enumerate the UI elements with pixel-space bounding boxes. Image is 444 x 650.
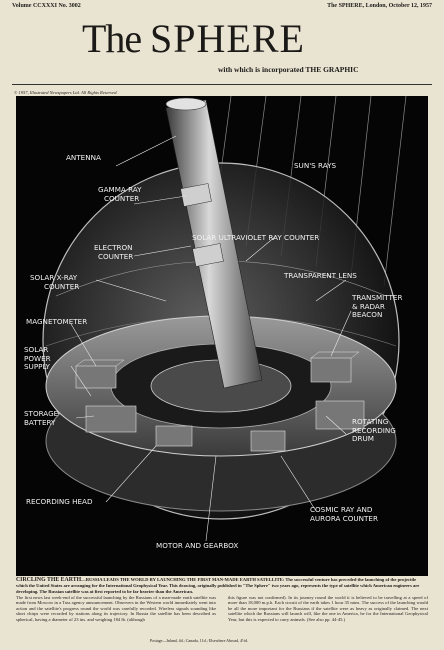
label-line: aurora counter — [310, 513, 378, 523]
label-line: supply — [24, 362, 50, 372]
label-antenna: Antenna — [66, 153, 101, 162]
caption-title: CIRCLING THE EARTH — [16, 577, 82, 583]
shell-outline — [42, 162, 400, 520]
pointer-lines — [70, 135, 352, 542]
label-line: recording — [352, 425, 396, 435]
caption-lead: CIRCLING THE EARTH—RUSSIA LEADS THE WORL… — [16, 577, 428, 594]
label-line: Transmitter — [352, 293, 403, 302]
label-motor-gearbox: Motor and gearbox — [156, 541, 239, 550]
postage-footer: Postage—Inland, 4d.; Canada, 11d.; Elsew… — [150, 638, 249, 643]
caption: CIRCLING THE EARTH—RUSSIA LEADS THE WORL… — [16, 577, 428, 625]
label-gamma-ray-counter: Gamma ray counter — [98, 185, 142, 203]
label-recording-head: Recording head — [26, 497, 93, 506]
satellite-drawing — [42, 96, 407, 542]
label-line: Electron — [94, 243, 133, 252]
masthead: The SPHERE with which is incorporated TH… — [0, 11, 444, 74]
label-line: Solar X-ray — [30, 273, 78, 282]
label-line: counter — [44, 281, 80, 291]
label-line: counter — [98, 251, 134, 261]
label-solar-uv-counter: Solar ultraviolet ray counter — [192, 233, 320, 242]
label-line: & radar — [352, 301, 385, 311]
label-line: Storage — [24, 409, 59, 418]
caption-lead-text: —RUSSIA LEADS THE WORLD BY LAUNCHING THE… — [16, 577, 420, 594]
label-electron-counter: Electron counter — [94, 243, 134, 261]
issue-date: The SPHERE, London, October 12, 1957 — [327, 3, 432, 9]
label-transparent-lens: Transparent lens — [284, 271, 357, 280]
volume-number: Volume CCXXXI No. 3002 — [12, 3, 81, 9]
instrument-boxes — [75, 357, 365, 452]
label-line: battery — [24, 417, 56, 427]
label-cosmic-ray-aurora-counter: Cosmic ray and aurora counter — [310, 505, 378, 523]
label-line: Gamma ray — [98, 185, 142, 194]
copyright-line: © 1957, Illustrated Newspapers Ltd. All … — [14, 90, 118, 95]
masthead-title: SPHERE — [150, 16, 305, 61]
top-line: Volume CCXXXI No. 3002 The SPHERE, Londo… — [12, 3, 432, 13]
label-line: counter — [104, 193, 140, 203]
label-suns-rays: Sun's rays — [294, 161, 337, 170]
label-solar-xray-counter: Solar X-ray counter — [30, 273, 80, 291]
label-line: Solar — [24, 345, 49, 354]
masthead-rule — [12, 84, 432, 85]
label-transmitter-radar-beacon: Transmitter & radar beacon — [352, 293, 403, 320]
label-line: Rotating — [352, 417, 389, 426]
antenna-mast — [165, 97, 263, 389]
article-column-1: The first news last week-end of the succ… — [16, 595, 216, 622]
label-magnetometer: Magnetometer — [26, 317, 88, 326]
article-column-2: this figure was not confirmed). In its j… — [228, 595, 428, 622]
masthead-the: The — [82, 16, 142, 61]
label-line: Cosmic ray and — [310, 505, 373, 514]
label-rotating-recording-drum: Rotating recording drum — [352, 417, 396, 444]
label-solar-power-supply: Solar power supply — [24, 345, 51, 372]
label-line: beacon — [352, 310, 383, 320]
label-line: drum — [352, 434, 374, 444]
label-storage-battery: Storage battery — [24, 409, 59, 427]
masthead-subtitle: with which is incorporated THE GRAPHIC — [218, 65, 359, 74]
label-line: power — [24, 353, 51, 363]
satellite-illustration: Antenna Sun's rays Gamma ray counter Sol… — [16, 96, 428, 576]
